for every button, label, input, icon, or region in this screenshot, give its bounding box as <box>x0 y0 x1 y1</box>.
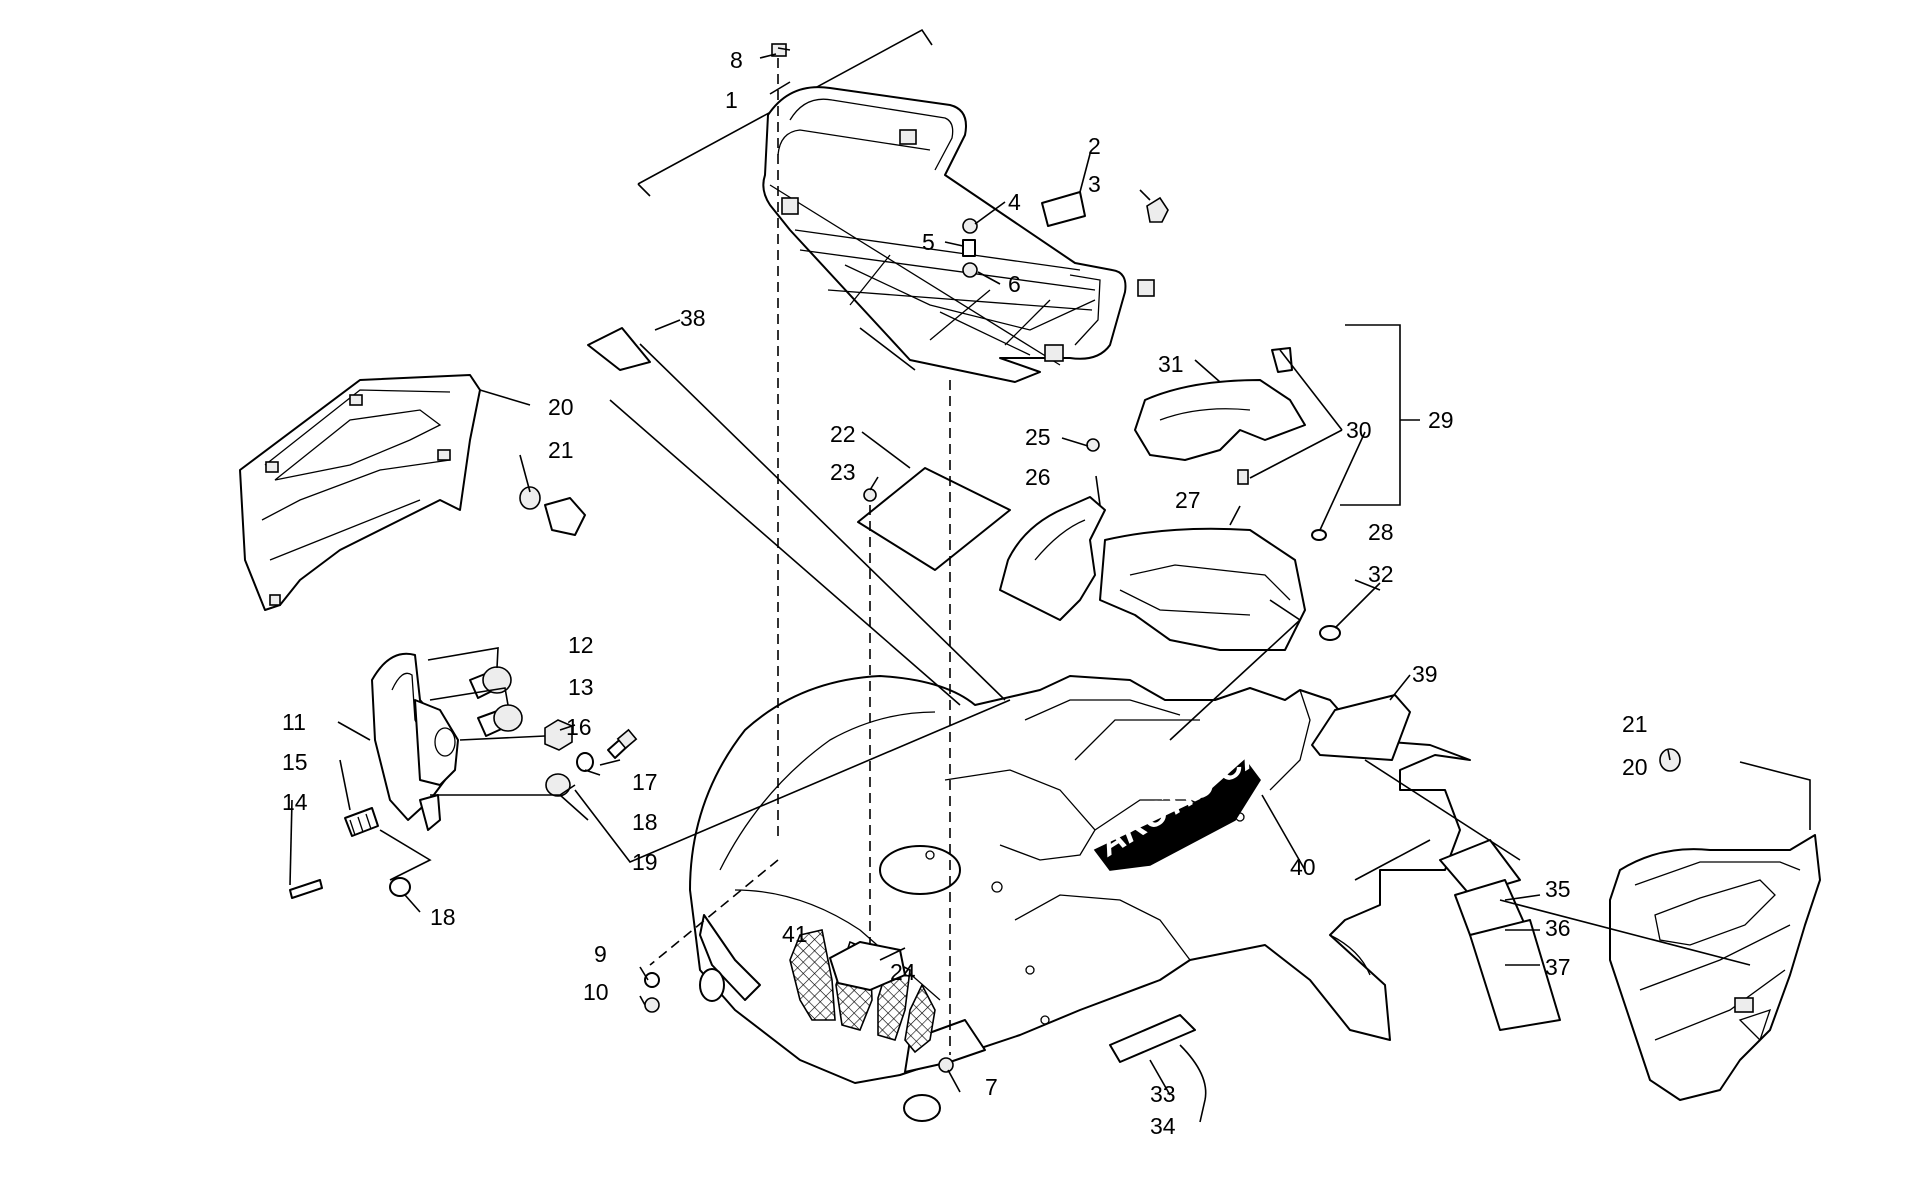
callout-16: 16 <box>566 714 592 740</box>
right-side-panel <box>1609 834 1821 1101</box>
callout-12: 12 <box>568 632 594 658</box>
callout-41: 41 <box>782 921 808 947</box>
callout-7: 7 <box>985 1074 998 1100</box>
callout-19: 19 <box>632 849 658 875</box>
callout-26: 26 <box>1025 464 1051 490</box>
callout-18-upper: 18 <box>632 809 658 835</box>
callout-8: 8 <box>730 47 743 73</box>
callout-20-right: 20 <box>1622 754 1648 780</box>
storage-compartment <box>999 347 1306 651</box>
callout-31: 31 <box>1158 351 1184 377</box>
callout-25: 25 <box>1025 424 1051 450</box>
callout-14: 14 <box>282 789 308 815</box>
callout-18-lower: 18 <box>430 904 456 930</box>
small-parts <box>289 43 1681 1073</box>
callout-11: 11 <box>282 709 306 735</box>
callout-40: 40 <box>1290 854 1316 880</box>
callout-21-right: 21 <box>1622 711 1648 737</box>
callout-28: 28 <box>1368 519 1394 545</box>
callout-15: 15 <box>282 749 308 775</box>
callout-33: 33 <box>1150 1081 1176 1107</box>
callout-13: 13 <box>568 674 594 700</box>
callout-39: 39 <box>1412 661 1438 687</box>
callout-24: 24 <box>890 959 916 985</box>
leader-lines <box>289 47 1811 1123</box>
callout-36: 36 <box>1545 915 1571 941</box>
callout-23: 23 <box>830 459 856 485</box>
callout-34: 34 <box>1150 1113 1176 1139</box>
callout-27: 27 <box>1175 487 1201 513</box>
callout-38: 38 <box>680 305 706 331</box>
callout-3: 3 <box>1088 171 1101 197</box>
front-rack <box>637 28 1155 383</box>
callout-6: 6 <box>1008 271 1021 297</box>
callout-9: 9 <box>594 941 607 967</box>
callout-32: 32 <box>1368 561 1394 587</box>
callout-35: 35 <box>1545 876 1571 902</box>
callout-10: 10 <box>583 979 609 1005</box>
callout-5: 5 <box>922 229 935 255</box>
callout-37: 37 <box>1545 954 1571 980</box>
callout-17: 17 <box>632 769 658 795</box>
callout-22: 22 <box>830 421 856 447</box>
callout-30: 30 <box>1346 417 1372 443</box>
callout-20-left: 20 <box>548 394 574 420</box>
callout-2: 2 <box>1088 133 1101 159</box>
callout-21-left: 21 <box>548 437 574 463</box>
callout-labels: 8 1 2 3 4 5 6 38 20 21 22 23 25 26 31 30… <box>282 47 1648 1139</box>
headlight-assembly <box>371 652 459 831</box>
callout-1: 1 <box>725 87 738 113</box>
callout-29: 29 <box>1428 407 1454 433</box>
callout-4: 4 <box>1008 189 1021 215</box>
left-side-panel <box>239 374 481 611</box>
